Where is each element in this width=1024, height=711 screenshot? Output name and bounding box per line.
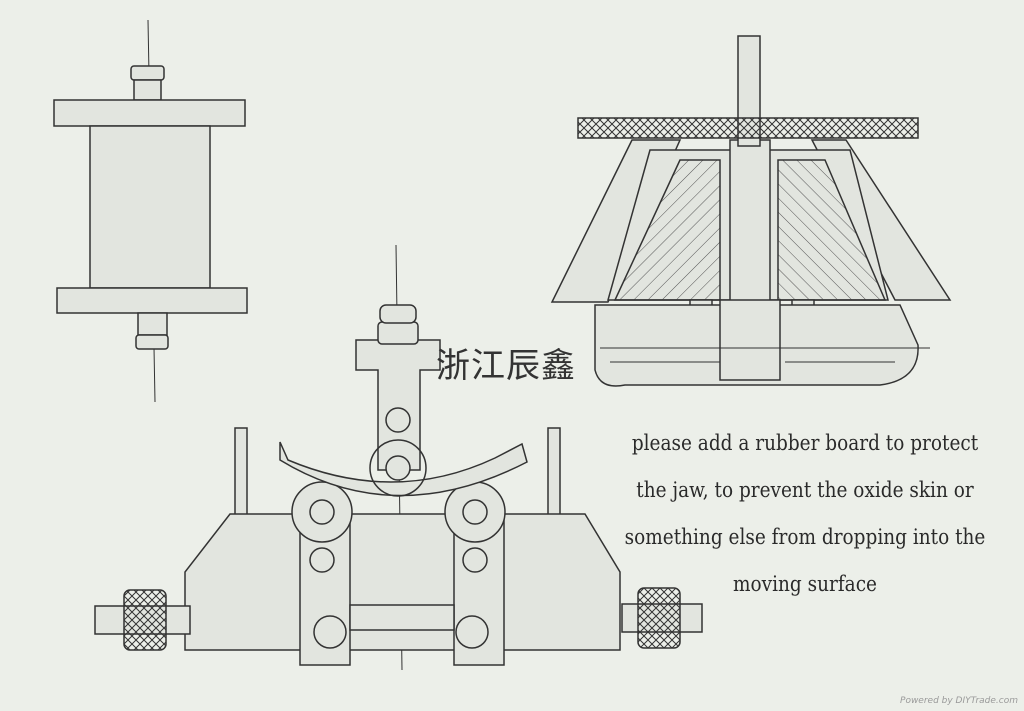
- note-line: something else from dropping into the: [624, 525, 986, 549]
- sectional-view: [550, 35, 952, 387]
- bending-fixture-view: [94, 244, 703, 671]
- instruction-note: please add a rubber board to protect the…: [616, 420, 994, 608]
- note-line: moving surface: [733, 572, 877, 596]
- credit-text: Powered by DIYTrade.com: [900, 696, 1018, 706]
- watermark-text: 浙江辰鑫: [436, 346, 576, 386]
- note-line: please add a rubber board to protect: [631, 431, 979, 455]
- roller-assembly-view: [53, 19, 248, 403]
- note-line: the jaw, to prevent the oxide skin or: [636, 478, 974, 502]
